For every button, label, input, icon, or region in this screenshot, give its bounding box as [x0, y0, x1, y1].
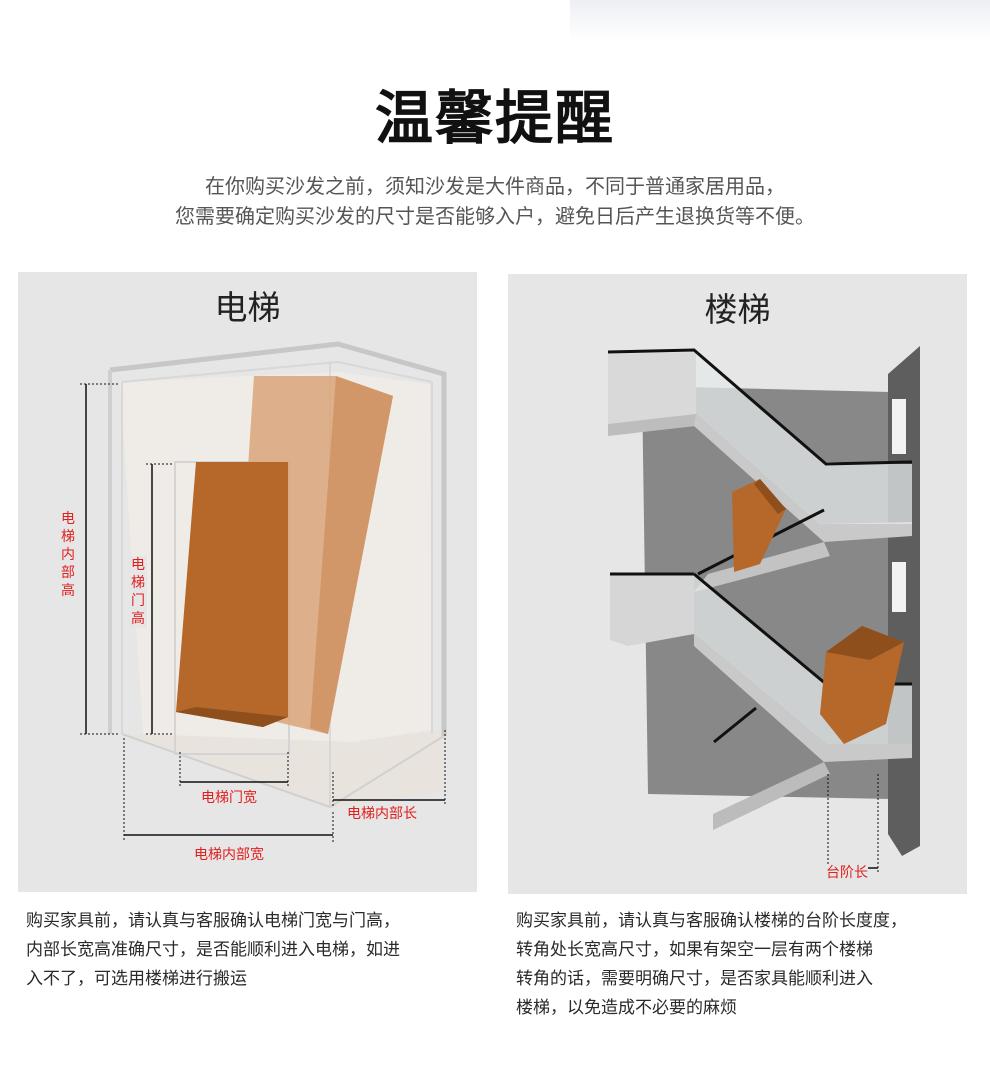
- top-landing: [608, 352, 696, 432]
- stairs-caption-line-4: 楼梯，以免造成不必要的麻烦: [516, 998, 737, 1018]
- elevator-caption-line-2: 内部长宽高准确尺寸，是否能顺利进入电梯，如进: [26, 940, 400, 960]
- stairs-title: 楼梯: [704, 290, 771, 329]
- bottom-flight: [713, 762, 830, 830]
- bottom-handrail: [713, 706, 757, 744]
- middle-landing: [610, 574, 694, 646]
- label-inner-length: 电梯内部长: [347, 805, 417, 823]
- stairs-caption-line-3: 转角的话，需要明确尺寸，是否家具能顺利进入: [516, 969, 873, 989]
- top-landing-edge: [608, 414, 696, 436]
- stair-window-2: [892, 562, 906, 612]
- stairs-sofa-box-1-top: [754, 479, 786, 514]
- elevator-panel: 电梯 电梯内部高 电梯门高 电梯门宽 电梯内部长 电梯内部宽: [18, 272, 477, 892]
- stairs-caption-line-2: 转角处长宽高尺寸，如果有架空一层有两个楼梯: [516, 940, 873, 960]
- stairs-illustration: [607, 346, 920, 874]
- upper-flight: [694, 414, 912, 542]
- elevator-frame-top: [109, 341, 447, 736]
- stairs-sofa-box-2-top: [826, 626, 904, 660]
- sofa-box-bottom: [176, 707, 288, 727]
- intro-line-1: 在你购买沙发之前，须知沙发是大件商品，不同于普通家居用品，: [205, 174, 785, 198]
- label-door-height: 电梯门高: [129, 556, 147, 628]
- top-shade: [570, 0, 990, 40]
- sofa-box-shadow-side: [310, 376, 393, 734]
- label-door-width: 电梯门宽: [201, 789, 257, 807]
- elevator-illustration: [80, 341, 447, 842]
- middle-flight-upper: [694, 542, 830, 592]
- elevator-caption-line-1: 购买家具前，请认真与客服确认电梯门宽与门高，: [26, 911, 400, 931]
- elevator-floor-edge-1: [121, 733, 331, 808]
- sofa-box: [176, 462, 288, 727]
- upper-handrail: [607, 348, 913, 466]
- lower-flight: [694, 634, 912, 762]
- intro-line-2: 您需要确定购买沙发的尺寸是否能够入户，避免日后产生退换货等不便。: [175, 204, 815, 228]
- stairs-panel: 楼梯 台阶长: [508, 274, 967, 894]
- label-step-length: 台阶长: [826, 864, 868, 882]
- upper-glass-rail: [696, 352, 912, 524]
- stairs-caption-line-1: 购买家具前，请认真与客服确认楼梯的台阶长度度，: [516, 911, 907, 931]
- elevator-frame-inner-top: [121, 360, 433, 383]
- elevator-caption: 购买家具前，请认真与客服确认电梯门宽与门高， 内部长宽高准确尺寸，是否能顺利进入…: [26, 907, 476, 994]
- stair-window-1: [892, 399, 906, 454]
- elevator-floor-edge-2: [329, 735, 445, 808]
- elevator-caption-line-3: 入不了，可选用楼梯进行搬运: [26, 969, 247, 989]
- stairs-sofa-box-2: [820, 626, 904, 744]
- elevator-floor: [123, 730, 443, 808]
- label-inner-width: 电梯内部宽: [194, 846, 264, 864]
- stairs-caption: 购买家具前，请认真与客服确认楼梯的台阶长度度， 转角处长宽高尺寸，如果有架空一层…: [516, 907, 966, 1023]
- label-inner-height: 电梯内部高: [59, 510, 77, 600]
- page-title: 温馨提醒: [374, 84, 615, 152]
- elevator-title: 电梯: [214, 288, 281, 327]
